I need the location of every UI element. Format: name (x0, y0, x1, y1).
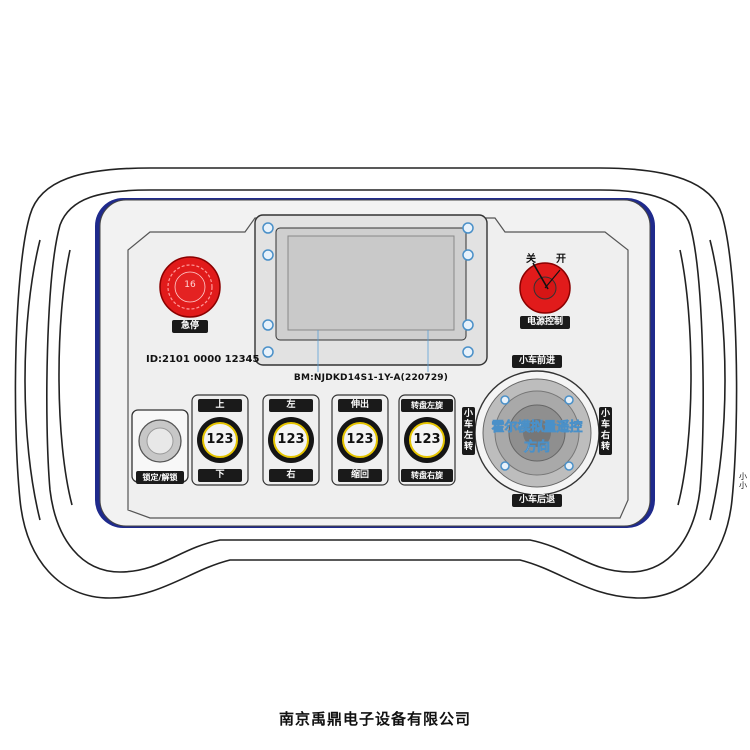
knob-3-display: 123 (346, 432, 374, 447)
knob-1-display: 123 (206, 432, 234, 447)
knob-2-bottom-label: 右 (269, 469, 313, 482)
lcd-screen (287, 235, 455, 331)
knob-2-top-label: 左 (269, 399, 313, 412)
screen-leader-lines (317, 330, 429, 372)
emergency-stop-number: 16 (184, 280, 196, 290)
model-number: BM:NJDKD14S1-1Y-A(220729) (293, 373, 449, 383)
screen-screws (262, 222, 474, 358)
device-id: ID:2101 0000 12345 (146, 354, 260, 365)
knob-4-display: 123 (413, 432, 441, 447)
knob-3 (337, 417, 383, 463)
knob-1-bottom-label: 下 (198, 469, 242, 482)
knob-4-bottom-label: 转盘右旋 (401, 469, 453, 482)
knob-3-bottom-label: 缩回 (338, 469, 382, 482)
joystick-right-label: 小车右转 (599, 407, 612, 455)
power-switch[interactable] (519, 262, 571, 314)
joystick-forward-label: 小车前进 (512, 355, 562, 368)
power-on-label: 开 (556, 254, 566, 265)
emergency-stop-button[interactable] (159, 256, 221, 318)
emergency-stop-label: 急停 (172, 320, 208, 333)
knob-3-top-label: 伸出 (338, 399, 382, 412)
power-off-label: 关 (526, 254, 536, 265)
knob-2-display: 123 (277, 432, 305, 447)
edge-text: 小小 (739, 472, 747, 490)
joystick-backward-label: 小车后退 (512, 494, 562, 507)
joystick-overlay-text-1: 霍尔模拟量遥控 (491, 420, 583, 436)
knob-1 (197, 417, 243, 463)
knob-wheels[interactable] (197, 417, 450, 463)
knob-4-top-label: 转盘左旋 (401, 399, 453, 412)
company-name: 南京禹鼎电子设备有限公司 (278, 710, 471, 728)
knob-2 (268, 417, 314, 463)
joystick-overlay-text-2: 方向 (523, 440, 551, 456)
knob-1-top-label: 上 (198, 399, 242, 412)
lock-unlock-label: 锁定/解锁 (136, 471, 184, 484)
joystick-left-label: 小车左转 (462, 407, 475, 455)
knob-4 (404, 417, 450, 463)
joystick-screws (500, 395, 574, 471)
power-switch-label: 电源控制 (520, 316, 570, 329)
